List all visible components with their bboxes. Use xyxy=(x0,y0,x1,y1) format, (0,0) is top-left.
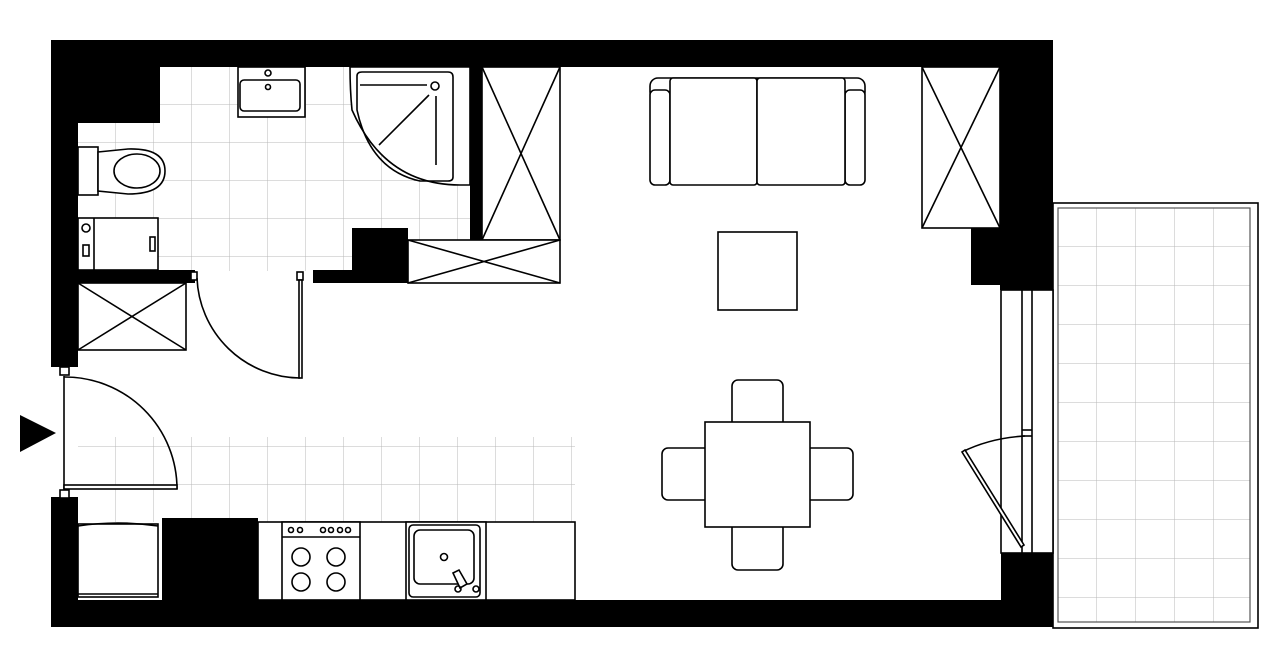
entrance-arrow-icon xyxy=(20,415,56,452)
toilet-icon xyxy=(77,146,166,196)
hall-cabinet-icon xyxy=(77,282,187,351)
coffee-table-icon xyxy=(717,231,798,311)
chair-icon xyxy=(661,447,711,501)
shower-icon xyxy=(349,66,471,186)
balcony-door[interactable] xyxy=(960,435,1026,549)
entrance-door[interactable] xyxy=(59,366,178,499)
fridge-icon xyxy=(77,522,159,598)
chair-icon xyxy=(804,447,854,501)
kitchen-sink-icon xyxy=(405,521,487,601)
washing-machine-icon xyxy=(77,217,159,271)
washbasin-icon xyxy=(237,66,306,118)
wardrobe-icon xyxy=(481,66,561,241)
dining-table-icon xyxy=(704,421,811,528)
wardrobe-icon xyxy=(407,239,561,284)
dining-set xyxy=(661,379,854,571)
chair-icon xyxy=(731,521,784,571)
balcony xyxy=(1052,202,1259,629)
stove-icon xyxy=(281,521,361,601)
bathroom-door[interactable] xyxy=(190,271,304,379)
sofa-icon xyxy=(649,77,866,186)
window-icon xyxy=(1000,289,1054,554)
chair-icon xyxy=(731,379,784,429)
kitchen-backsplash-tiles xyxy=(78,437,575,522)
wardrobe-icon xyxy=(921,66,1001,229)
walls xyxy=(51,40,1053,627)
